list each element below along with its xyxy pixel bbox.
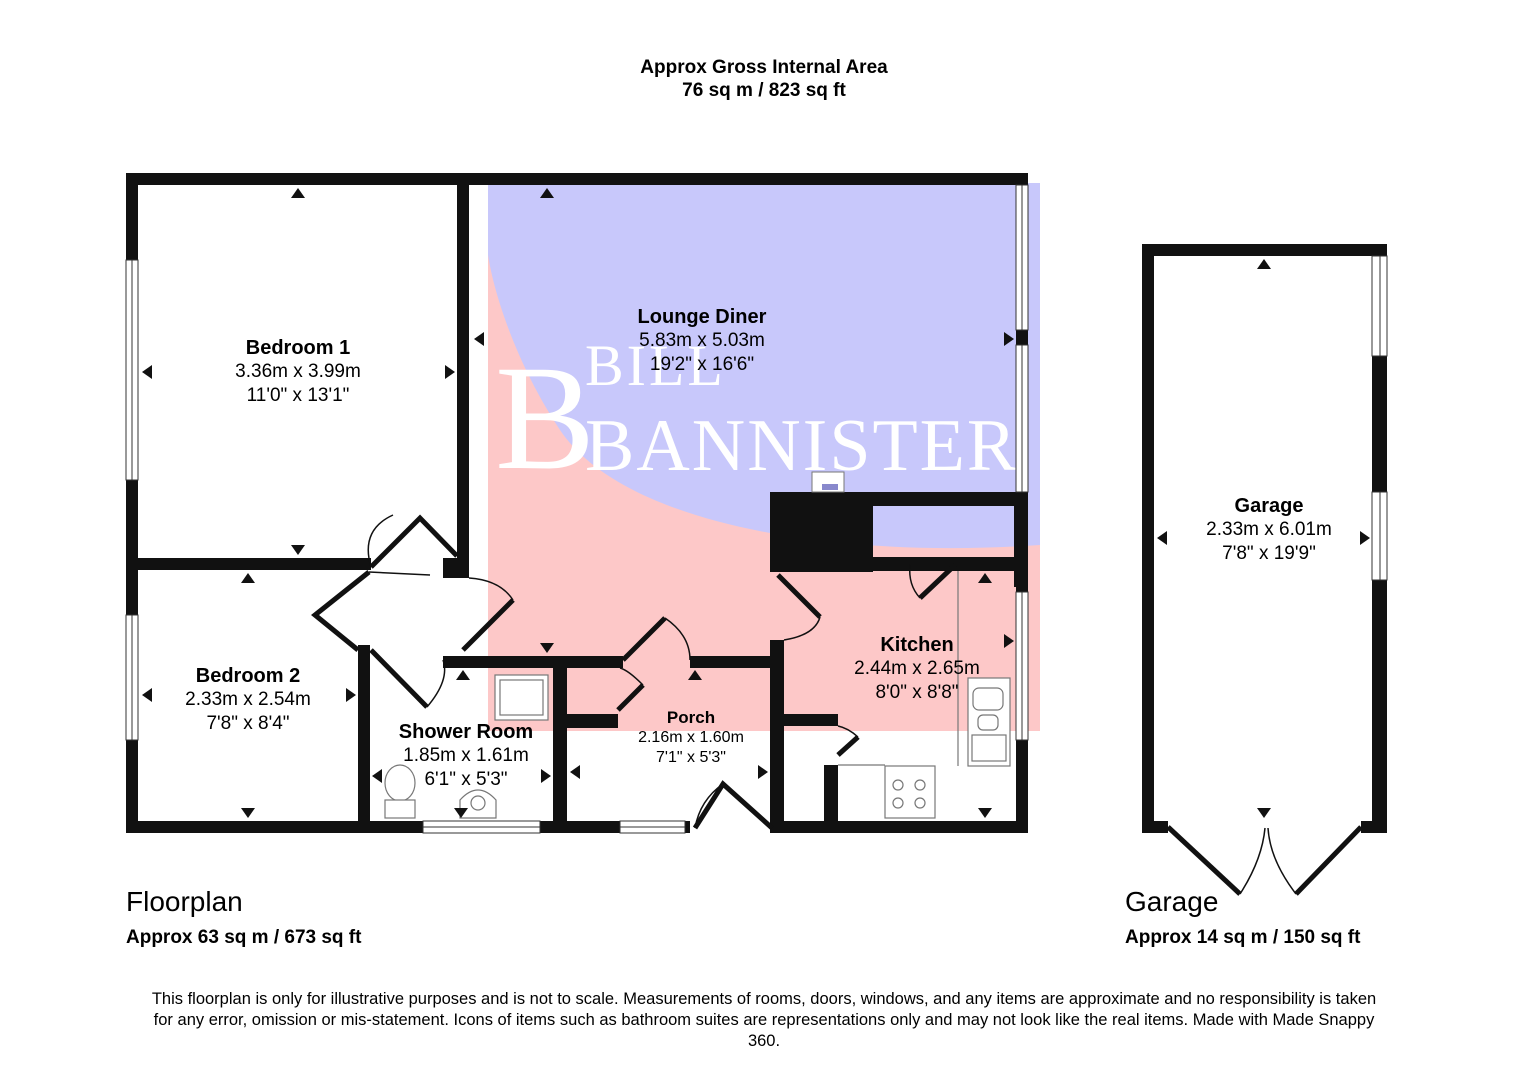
garage-doors bbox=[1166, 825, 1363, 896]
room-metric: 2.16m x 1.60m bbox=[638, 729, 744, 746]
measurement-arrows bbox=[142, 188, 1014, 818]
hob-icon bbox=[884, 765, 936, 819]
area-title: Approx Gross Internal Area bbox=[640, 57, 888, 78]
room-imperial: 8'0" x 8'8" bbox=[875, 682, 959, 703]
garage-windows bbox=[1371, 255, 1388, 581]
watermark-line2: BANNISTER bbox=[585, 405, 1018, 487]
room-imperial: 11'0" x 13'1" bbox=[246, 385, 350, 406]
room-name: Bedroom 2 bbox=[195, 665, 301, 687]
room-imperial: 7'8" x 19'9" bbox=[1222, 543, 1316, 564]
fixtures bbox=[384, 571, 1011, 819]
room-bedroom2: Bedroom 2 2.33m x 2.54m 7'8" x 8'4" bbox=[148, 664, 348, 736]
room-metric: 3.36m x 3.99m bbox=[235, 361, 361, 382]
doors bbox=[311, 514, 957, 830]
room-metric: 2.33m x 2.54m bbox=[185, 689, 311, 710]
area-total: 76 sq m / 823 sq ft bbox=[682, 80, 846, 101]
room-metric: 2.33m x 6.01m bbox=[1206, 519, 1332, 540]
room-name: Porch bbox=[666, 708, 716, 727]
room-metric: 1.85m x 1.61m bbox=[403, 745, 529, 766]
room-garage: Garage 2.33m x 6.01m 7'8" x 19'9" bbox=[1169, 494, 1369, 566]
room-imperial: 7'1" x 5'3" bbox=[656, 749, 726, 766]
room-name: Shower Room bbox=[398, 721, 534, 743]
garage-arrows bbox=[1157, 259, 1370, 818]
watermark-b-letter: B bbox=[495, 335, 595, 501]
room-bedroom1: Bedroom 1 3.36m x 3.99m 11'0" x 13'1" bbox=[198, 336, 398, 408]
floorplan-area: Approx 63 sq m / 673 sq ft bbox=[126, 927, 362, 948]
room-imperial: 19'2" x 16'6" bbox=[649, 354, 755, 375]
disclaimer-text: This floorplan is only for illustrative … bbox=[151, 990, 1377, 1050]
garage-title: Garage bbox=[1125, 886, 1219, 917]
watermark-overlay: B BILL BANNISTER bbox=[488, 183, 1040, 731]
room-metric: 2.44m x 2.65m bbox=[854, 658, 980, 679]
room-imperial: 7'8" x 8'4" bbox=[206, 713, 290, 734]
room-lounge-diner: Lounge Diner 5.83m x 5.03m 19'2" x 16'6" bbox=[602, 305, 802, 377]
windows bbox=[125, 184, 1029, 834]
garage-area: Approx 14 sq m / 150 sq ft bbox=[1125, 927, 1361, 948]
room-imperial: 6'1" x 5'3" bbox=[424, 769, 508, 790]
room-name: Garage bbox=[1234, 495, 1304, 517]
room-kitchen: Kitchen 2.44m x 2.65m 8'0" x 8'8" bbox=[817, 633, 1017, 705]
floorplan-title: Floorplan bbox=[126, 886, 243, 917]
room-name: Bedroom 1 bbox=[245, 337, 351, 359]
watermark-line1: BILL bbox=[585, 333, 726, 398]
room-name: Lounge Diner bbox=[637, 306, 767, 328]
room-name: Kitchen bbox=[880, 634, 954, 656]
room-metric: 5.83m x 5.03m bbox=[639, 330, 765, 351]
room-porch: Porch 2.16m x 1.60m 7'1" x 5'3" bbox=[621, 708, 761, 768]
room-shower: Shower Room 1.85m x 1.61m 6'1" x 5'3" bbox=[366, 720, 566, 792]
